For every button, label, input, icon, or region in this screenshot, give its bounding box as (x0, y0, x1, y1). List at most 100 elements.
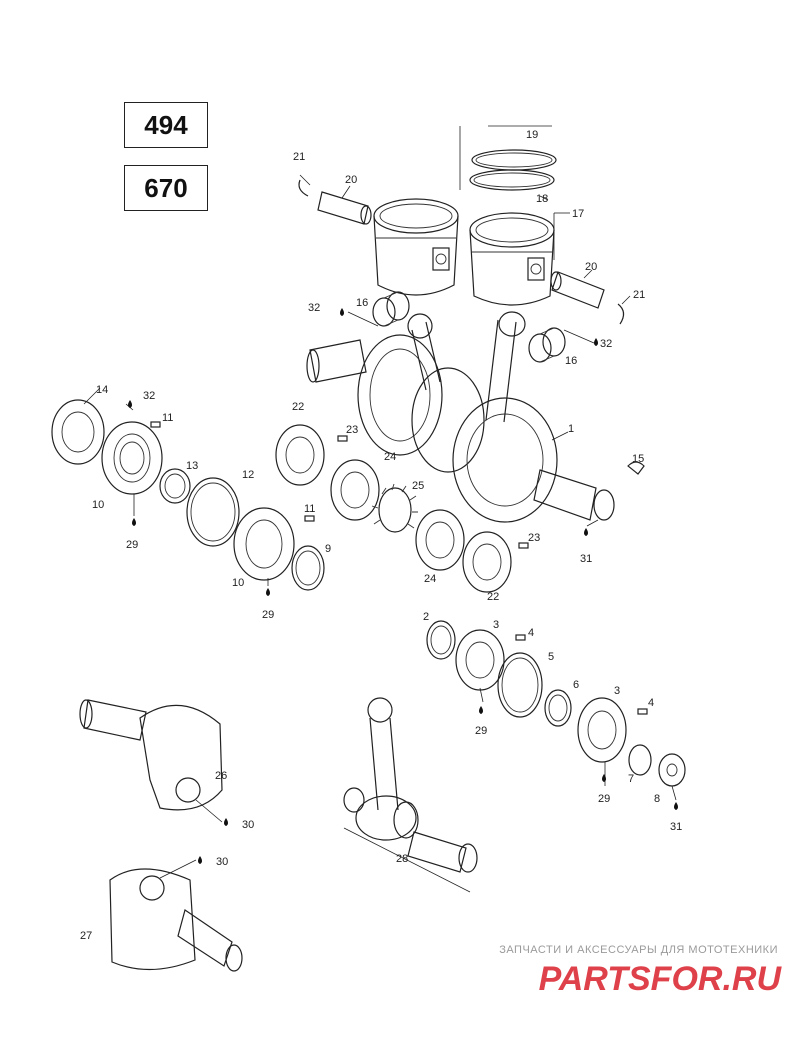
callout: 10 (92, 499, 104, 511)
piston-pin-right (550, 271, 625, 325)
watermark-caption: ЗАПЧАСТИ И АКСЕССУАРЫ ДЛЯ МОТОТЕХНИКИ (499, 944, 778, 956)
callout: 22 (487, 591, 499, 603)
callout: 14 (96, 384, 108, 396)
needle-bearing-left (372, 291, 410, 327)
needle-bearing-right (528, 327, 566, 363)
callout: 16 (565, 355, 577, 367)
callout: 26 (215, 770, 227, 782)
bearing-22-lower (462, 531, 512, 593)
callout: 32 (600, 338, 612, 350)
washer-7 (628, 744, 652, 776)
callout: 4 (648, 697, 654, 709)
ring-9 (291, 545, 325, 591)
dowel-pins (150, 421, 648, 715)
ball-bearing-left (101, 421, 163, 495)
piston-pin-left (298, 179, 372, 225)
callout: 30 (216, 856, 228, 868)
drop-icon (674, 802, 678, 810)
callout: 3 (493, 619, 499, 631)
callout: 17 (572, 208, 584, 220)
callout: 24 (384, 451, 396, 463)
callout: 23 (528, 532, 540, 544)
callout: 16 (356, 297, 368, 309)
spacer-ring-13 (159, 468, 191, 504)
callout: 29 (475, 725, 487, 737)
drop-icon (132, 518, 136, 526)
callout: 11 (162, 412, 173, 424)
seal-24-lower (415, 509, 465, 571)
model-label-670: 670 (124, 165, 208, 211)
callout: 32 (143, 390, 155, 402)
callout: 9 (325, 543, 331, 555)
ring-2 (426, 620, 456, 660)
drop-icon (584, 528, 588, 536)
callout: 6 (573, 679, 579, 691)
callout: 3 (614, 685, 620, 697)
callout: 20 (345, 174, 357, 186)
piston-rings (459, 125, 557, 191)
callout: 13 (186, 460, 198, 472)
callout: 7 (628, 773, 634, 785)
callout: 2 (423, 611, 429, 623)
callout: 28 (396, 853, 408, 865)
drop-icon (128, 400, 132, 408)
callout: 29 (598, 793, 610, 805)
callout: 30 (242, 819, 254, 831)
ball-bearing-10b (233, 507, 295, 581)
labyrinth-gear-25 (371, 483, 418, 533)
callout: 19 (526, 129, 538, 141)
callout: 1 (568, 423, 574, 435)
nut-8 (658, 753, 686, 787)
drop-icon (224, 818, 228, 826)
drop-icon (198, 856, 202, 864)
callout: 5 (548, 651, 554, 663)
callout: 31 (580, 553, 592, 565)
piston-right (469, 212, 555, 306)
ring-12 (186, 477, 240, 547)
callout: 24 (424, 573, 436, 585)
callout: 32 (308, 302, 320, 314)
bearing-3-lower (577, 697, 627, 763)
callout: 8 (654, 793, 660, 805)
callout: 10 (232, 577, 244, 589)
piston-left (373, 198, 459, 296)
grease-markers (128, 308, 678, 864)
callout: 11 (304, 503, 315, 515)
callout: 22 (292, 401, 304, 413)
callout: 18 (536, 193, 548, 205)
callout: 15 (632, 453, 644, 465)
callout: 12 (242, 469, 254, 481)
callout: 27 (80, 930, 92, 942)
drop-icon (594, 338, 598, 346)
callout: 29 (262, 609, 274, 621)
callout: 21 (633, 289, 645, 301)
drop-icon (602, 774, 606, 782)
ring-6 (544, 689, 572, 727)
woodruff-key (627, 461, 645, 475)
crankshaft-assembly (306, 311, 615, 523)
drop-icon (340, 308, 344, 316)
callout: 29 (126, 539, 138, 551)
callout: 20 (585, 261, 597, 273)
callout: 23 (346, 424, 358, 436)
drop-icon (479, 706, 483, 714)
crank-half-27 (109, 868, 243, 972)
oil-seal-left (51, 399, 105, 465)
model-label-494: 494 (124, 102, 208, 148)
watermark-logo-text: PARTSFOR.RU (539, 960, 783, 998)
callout: 4 (528, 627, 534, 639)
seal-24-upper (330, 459, 380, 521)
callout: 21 (293, 151, 305, 163)
callout: 31 (670, 821, 682, 833)
callouts: 1 2 3 3 4 4 5 6 7 8 9 10 10 11 11 12 13 … (80, 129, 682, 942)
leader-lines (83, 174, 677, 879)
drop-icon (266, 588, 270, 596)
bearing-22-upper (275, 424, 325, 486)
connecting-rod-28 (343, 697, 478, 893)
bearing-3-upper (455, 629, 505, 691)
watermark-logo: PARTSFOR.RU (539, 960, 783, 998)
callout: 25 (412, 480, 424, 492)
crank-half-26 (79, 699, 223, 811)
ring-5 (497, 652, 543, 718)
